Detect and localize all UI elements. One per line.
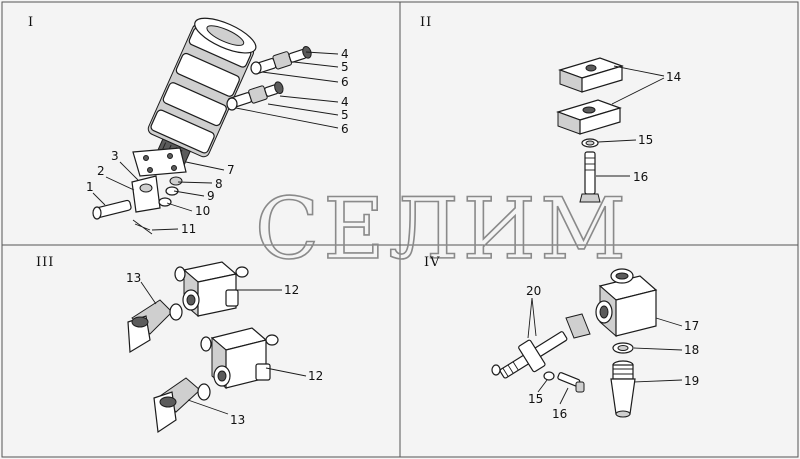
callout-19: 19 [684, 374, 699, 388]
callout-16-upper: 16 [633, 170, 648, 184]
callout-9: 9 [207, 189, 215, 203]
callout-3: 3 [111, 149, 119, 163]
callout-12-lower: 12 [308, 369, 323, 383]
watermark: СЕЛИМ [255, 180, 630, 278]
section-numeral-2: II [420, 15, 432, 30]
section-numeral-1: I [28, 15, 34, 30]
callout-6b: 6 [341, 122, 349, 136]
callout-13-upper: 13 [126, 271, 141, 285]
callout-4b: 4 [341, 95, 349, 109]
callout-15-lower: 15 [528, 392, 543, 406]
callout-20: 20 [526, 284, 541, 298]
callout-4a: 4 [341, 47, 349, 61]
tee-fittings-assembly: 13 12 12 13 [126, 261, 323, 434]
callout-5b: 5 [341, 108, 349, 122]
callout-14: 14 [666, 70, 681, 84]
section-numeral-3: III [36, 255, 54, 270]
callout-7: 7 [227, 163, 235, 177]
callout-10: 10 [195, 204, 210, 218]
adapter-assembly: 20 17 18 19 15 16 [491, 268, 699, 421]
callout-12-upper: 12 [284, 283, 299, 297]
callout-8: 8 [215, 177, 223, 191]
callout-15-upper: 15 [638, 133, 653, 147]
callout-18: 18 [684, 343, 699, 357]
callout-5a: 5 [341, 60, 349, 74]
callout-16-lower: 16 [552, 407, 567, 421]
callout-17: 17 [684, 319, 699, 333]
callout-11: 11 [181, 222, 196, 236]
callout-1: 1 [86, 180, 94, 194]
callout-13-lower: 13 [230, 413, 245, 427]
callout-6a: 6 [341, 75, 349, 89]
callout-2: 2 [97, 164, 105, 178]
brake-chamber-assembly: 4 5 6 4 5 6 7 8 9 10 11 1 2 3 [86, 17, 349, 236]
section-numeral-4: IV [424, 255, 441, 270]
block-clamp-assembly: 14 15 16 [556, 57, 681, 203]
